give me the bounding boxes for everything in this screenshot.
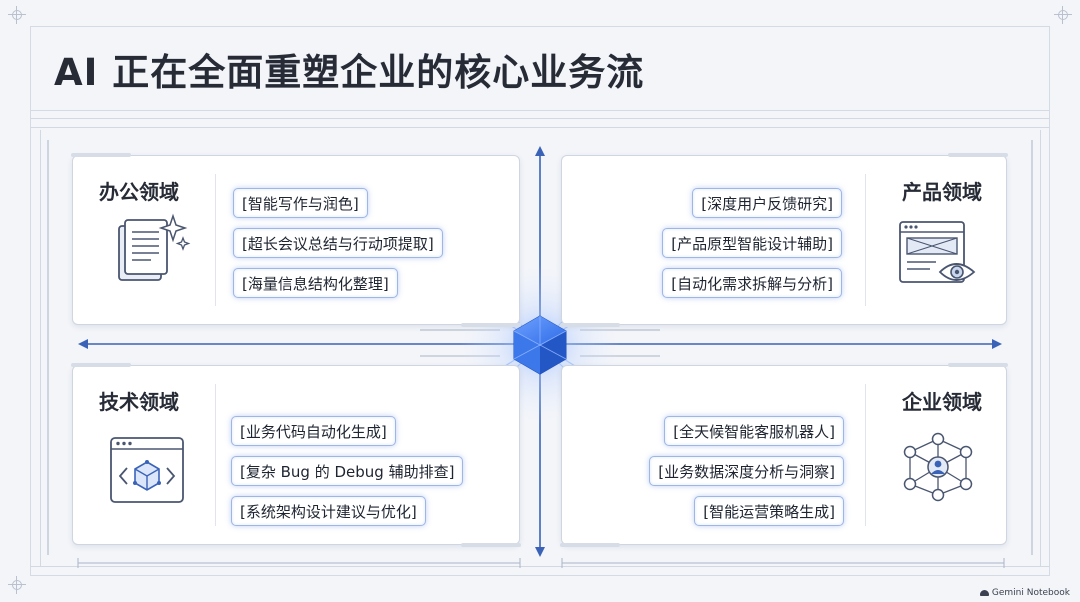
- panel-divider: [215, 384, 216, 526]
- panel-divider: [865, 174, 866, 306]
- panel-enterprise: 企业领域 [全天候智能客服机器人] [业务数据深: [560, 363, 1008, 547]
- wireframe-eye-icon: [899, 221, 976, 283]
- network-people-icon: [903, 432, 973, 502]
- guide-line: [30, 127, 1050, 128]
- panel-notch: [71, 363, 131, 367]
- crosshair-mark: [8, 576, 26, 594]
- tag-item: [智能写作与润色]: [233, 188, 368, 218]
- guide-line: [40, 130, 41, 566]
- panel-product: 产品领域 [深度用户反馈研究] [产品原型智能设计辅助] [自动化需求拆解与分析…: [560, 153, 1008, 327]
- tag-item: [超长会议总结与行动项提取]: [233, 228, 443, 258]
- cloud-icon: [979, 589, 989, 596]
- panel-notch: [461, 543, 521, 547]
- tag-item: [复杂 Bug 的 Debug 辅助排查]: [231, 456, 464, 486]
- tag-item: [产品原型智能设计辅助]: [662, 228, 842, 258]
- tag-item: [海量信息结构化整理]: [233, 268, 398, 298]
- panel-title-product: 产品领域: [902, 180, 982, 204]
- panel-title-office: 办公领域: [99, 180, 179, 204]
- outer-frame: [30, 26, 1050, 576]
- panel-notch: [71, 153, 131, 157]
- page-title: AI 正在全面重塑企业的核心业务流: [54, 51, 645, 94]
- panel-title-tech: 技术领域: [99, 390, 179, 414]
- panel-notch: [461, 323, 521, 327]
- tag-item: [智能运营策略生成]: [694, 496, 844, 526]
- title-frame: [30, 26, 1050, 111]
- guide-line: [1040, 130, 1041, 566]
- panel-notch: [948, 363, 1008, 367]
- panel-divider: [215, 174, 216, 306]
- crosshair-mark: [1054, 6, 1072, 24]
- watermark: Gemini Notebook: [979, 588, 1070, 598]
- guide-line: [30, 566, 1050, 567]
- tag-item: [全天候智能客服机器人]: [664, 416, 844, 446]
- panel-title-enterprise: 企业领域: [902, 390, 982, 414]
- panel-tech: 技术领域 [业务代码自动化生成] [复杂 Bug 的 Debug 辅助排查] […: [71, 363, 521, 547]
- tag-item: [业务代码自动化生成]: [231, 416, 396, 446]
- tag-item: [深度用户反馈研究]: [692, 188, 842, 218]
- guide-line: [30, 118, 1050, 119]
- panel-office: 办公领域 [智能写作与润色] [超长会议总结与行动项提取] [海量信息结构化整理…: [71, 153, 521, 327]
- tag-item: [自动化需求拆解与分析]: [662, 268, 842, 298]
- code-window-cube-icon: [110, 437, 184, 503]
- crosshair-mark: [8, 6, 26, 24]
- panel-notch: [560, 543, 620, 547]
- tag-item: [业务数据深度分析与洞察]: [649, 456, 844, 486]
- panel-divider: [865, 384, 866, 526]
- watermark-text: Gemini Notebook: [991, 588, 1070, 598]
- document-sparkle-icon: [118, 213, 191, 281]
- glowing-cube-icon: [513, 315, 567, 375]
- panel-notch: [948, 153, 1008, 157]
- panel-notch: [560, 323, 620, 327]
- tag-item: [系统架构设计建议与优化]: [231, 496, 426, 526]
